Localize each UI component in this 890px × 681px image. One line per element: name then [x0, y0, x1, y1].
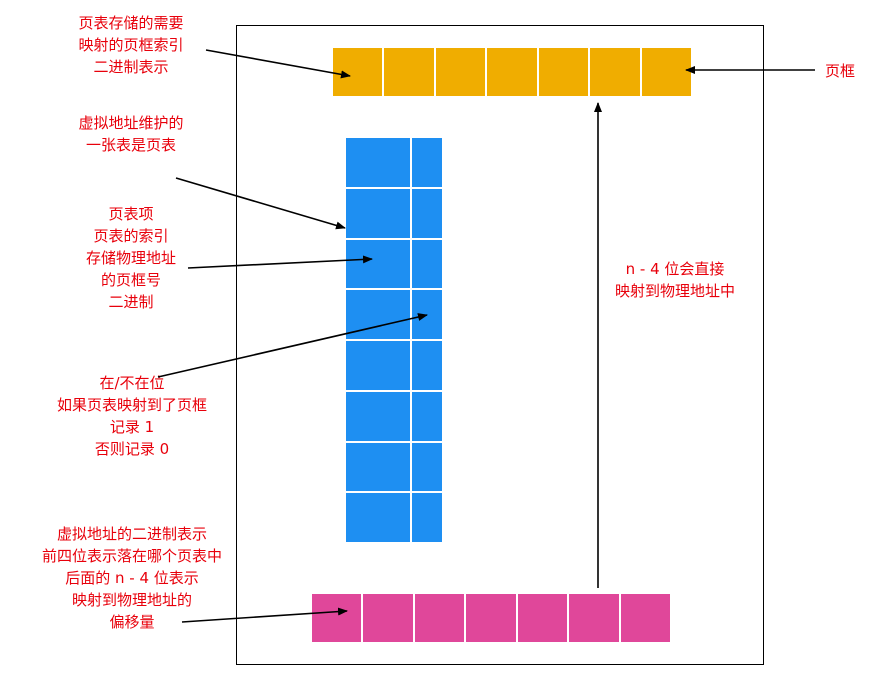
label-line: 映射到物理地址中 [614, 282, 735, 300]
label-line: 页框 [824, 62, 855, 80]
frame-number-cell [346, 138, 412, 187]
virtual-address-cell [466, 594, 518, 642]
arrow-entry-to-page-table [187, 255, 373, 269]
virtual-address-row [312, 594, 670, 642]
page-frame-row [333, 48, 691, 96]
page-table-entry [346, 341, 442, 392]
present-bit-cell [412, 188, 442, 238]
label-line: 映射到物理地址的 [71, 591, 192, 609]
virtual-address-cell [620, 594, 670, 642]
page-frame-cell [641, 48, 691, 96]
page-frame-cell [538, 48, 591, 96]
arrow-present-bit [157, 313, 428, 378]
virtual-address-cell [363, 594, 415, 642]
present-bit-cell [412, 341, 442, 390]
label-line: 虚拟地址的二进制表示 [56, 525, 207, 543]
arrow-index-to-frame-row [205, 49, 351, 79]
page-table-entry-label: 页表项 页表的索引 存储物理地址 的页框号 二进制 [46, 203, 216, 313]
present-bit-cell [412, 442, 442, 492]
label-line: 页表的索引 [93, 227, 169, 245]
present-bit-label: 在/不在位 如果页表映射到了页框 记录 1 否则记录 0 [20, 372, 244, 460]
label-line: 二进制表示 [93, 58, 169, 76]
label-line: 存储物理地址 [85, 249, 176, 267]
virtual-address-label: 虚拟地址的二进制表示 前四位表示落在哪个页表中 后面的 n - 4 位表示 映射… [10, 523, 254, 633]
present-bit-cell [412, 239, 442, 289]
label-line: 虚拟地址维护的 [78, 114, 184, 132]
label-line: 一张表是页表 [85, 136, 176, 154]
virtual-address-cell [414, 594, 467, 642]
frame-number-cell [346, 341, 412, 390]
arrow-desc-to-page-table [175, 177, 346, 230]
page-frame-cell [435, 48, 488, 96]
page-table-entry [346, 239, 442, 291]
diagram-frame [236, 25, 764, 665]
present-bit-cell [412, 138, 442, 187]
present-bit-cell [412, 391, 442, 441]
label-line: 后面的 n - 4 位表示 [65, 569, 199, 587]
page-table [346, 138, 442, 542]
frame-number-cell [346, 188, 412, 238]
label-line: 二进制 [108, 293, 154, 311]
page-frame-label: 页框 [818, 60, 862, 82]
virtual-address-cell [569, 594, 621, 642]
label-line: 偏移量 [109, 613, 155, 631]
label-line: 如果页表映射到了页框 [56, 396, 207, 414]
virtual-address-cell [517, 594, 570, 642]
page-table-desc-label: 虚拟地址维护的 一张表是页表 [46, 112, 216, 156]
label-line: 否则记录 0 [94, 440, 170, 458]
label-line: 在/不在位 [99, 374, 165, 392]
virtual-address-cell [312, 594, 364, 642]
page-table-entry [346, 138, 442, 189]
direct-map-label: n - 4 位会直接 映射到物理地址中 [600, 258, 750, 302]
page-table-entry [346, 391, 442, 443]
label-line: 前四位表示落在哪个页表中 [41, 547, 222, 565]
page-table-entry [346, 493, 442, 542]
frame-number-cell [346, 391, 412, 441]
page-frame-cell [384, 48, 436, 96]
label-line: 映射的页框索引 [78, 36, 184, 54]
label-line: 的页框号 [100, 271, 161, 289]
label-line: 页表存储的需要 [78, 14, 184, 32]
frame-number-cell [346, 493, 412, 542]
page-frame-cell [487, 48, 539, 96]
arrow-virtual-address [181, 607, 348, 623]
page-frame-cell [590, 48, 642, 96]
present-bit-cell [412, 493, 442, 542]
page-table-entry [346, 188, 442, 240]
frame-number-cell [346, 442, 412, 492]
label-line: 记录 1 [109, 418, 155, 436]
frame-number-cell [346, 239, 412, 289]
page-table-entry [346, 442, 442, 494]
label-line: n - 4 位会直接 [625, 260, 725, 278]
label-line: 页表项 [108, 205, 154, 223]
page-table-index-label: 页表存储的需要 映射的页框索引 二进制表示 [46, 12, 216, 78]
